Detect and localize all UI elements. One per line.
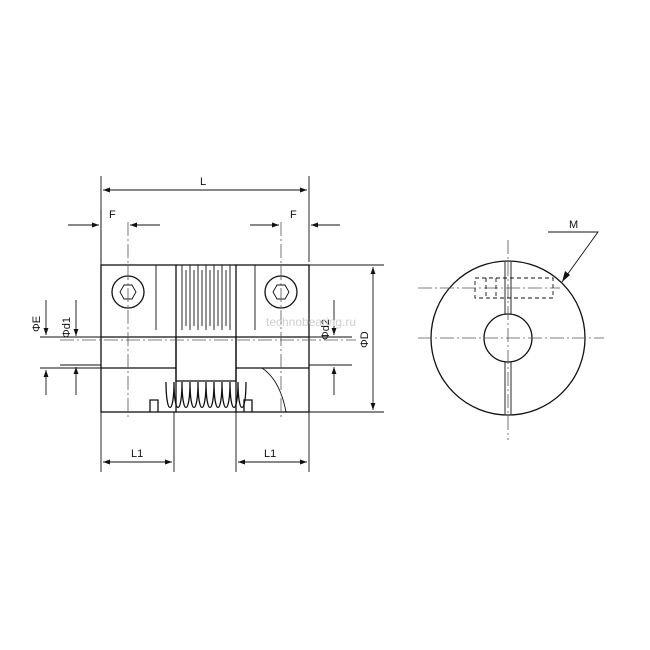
label-phid2: Φd2 [320,319,332,340]
label-phiE: ΦE [31,316,43,332]
label-L1-right: L1 [264,448,276,460]
label-L1-left: L1 [131,448,143,460]
right-hub [235,264,310,413]
side-view: L F F L1 L1 ΦE Φd1 Φ [31,176,384,472]
label-F-left: F [109,209,116,221]
label-M: M [569,219,578,231]
label-phiD: ΦD [359,331,371,348]
bellows-grooves [181,265,231,330]
watermark-text: technobearing.ru [266,315,356,329]
end-view: M [418,219,604,440]
bellows-wave [165,381,247,408]
clamp-screw [418,277,560,299]
label-L: L [200,176,206,188]
leader-M [548,231,599,283]
label-F-right: F [290,209,297,221]
label-phid1: Φd1 [61,317,73,338]
bore-section [175,336,237,382]
